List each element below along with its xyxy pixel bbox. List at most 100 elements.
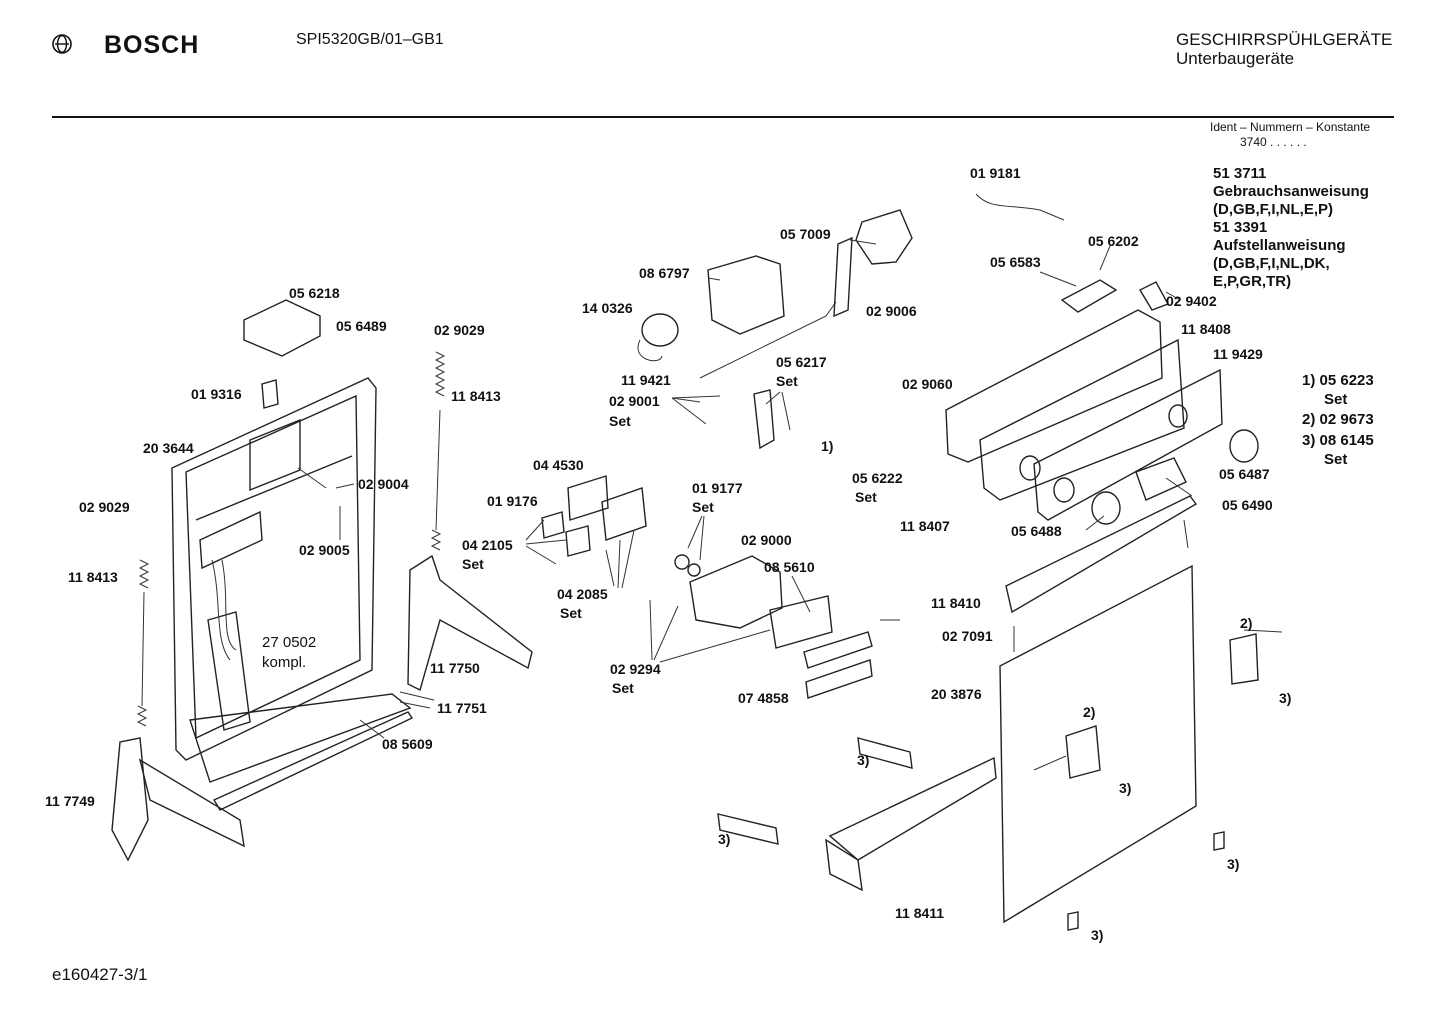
ident-line-2: 3740 . . . . . . xyxy=(1240,135,1307,149)
door-frame-part xyxy=(171,377,377,761)
part-label-270502-kompl: kompl. xyxy=(262,654,307,671)
part-label-019176: 01 9176 xyxy=(487,493,538,509)
part-label-029001: 02 9001 xyxy=(609,393,660,409)
category-title: GESCHIRRSPÜHLGERÄTE Unterbaugeräte xyxy=(1176,30,1392,68)
part-label-019316: 01 9316 xyxy=(191,386,242,402)
info-line-2: Gebrauchsanweisung xyxy=(1213,183,1369,200)
part-label-118413-left: 11 8413 xyxy=(68,569,118,585)
callout-3-right: 3) xyxy=(1279,690,1292,706)
part-label-027091: 02 7091 xyxy=(942,628,993,644)
spring-parts xyxy=(136,351,446,727)
latch-part xyxy=(243,299,321,357)
part-label-085610: 08 5610 xyxy=(764,559,815,575)
part-label-029294-set: Set xyxy=(612,680,634,696)
part-label-118411: 11 8411 xyxy=(895,905,945,921)
info-line-6: (D,GB,F,I,NL,DK, xyxy=(1213,255,1330,272)
part-label-056202: 05 6202 xyxy=(1088,233,1139,249)
part-label-056489: 05 6489 xyxy=(336,318,387,334)
category-line-1: GESCHIRRSPÜHLGERÄTE xyxy=(1176,30,1393,49)
rail-part xyxy=(1005,495,1198,614)
hinge-part xyxy=(111,693,414,862)
part-label-056488: 05 6488 xyxy=(1011,523,1062,539)
part-label-019177-set: Set xyxy=(692,499,714,515)
category-line-2: Unterbaugeräte xyxy=(1176,49,1295,68)
part-label-056487: 05 6487 xyxy=(1219,466,1270,482)
link-arm-part xyxy=(407,554,533,692)
ident-line-1: Ident – Nummern – Konstante xyxy=(1210,120,1371,134)
part-label-056217-set: Set xyxy=(776,373,798,389)
note-2: 2) 02 9673 xyxy=(1302,411,1374,428)
ident-block: Ident – Nummern – Konstante 3740 . . . .… xyxy=(1210,120,1370,150)
bosch-armature-logo xyxy=(52,34,72,54)
part-label-056218: 05 6218 xyxy=(289,285,340,301)
part-label-019181: 01 9181 xyxy=(970,165,1021,181)
callout-3-bottom: 3) xyxy=(1091,927,1104,943)
note-1-set: Set xyxy=(1324,391,1348,408)
callout-2-door: 2) xyxy=(1083,704,1096,720)
info-line-1: 51 3711 xyxy=(1213,165,1267,182)
part-label-118413-top: 11 8413 xyxy=(451,388,501,404)
part-label-086797: 08 6797 xyxy=(639,265,690,281)
part-label-029006: 02 9006 xyxy=(866,303,917,319)
part-label-074858: 07 4858 xyxy=(738,690,789,706)
part-label-118410: 11 8410 xyxy=(931,595,981,611)
part-label-117751: 11 7751 xyxy=(437,700,487,716)
timer-part xyxy=(707,255,785,335)
note-3-set: Set xyxy=(1324,451,1348,468)
part-label-029029-left: 02 9029 xyxy=(79,499,130,515)
part-label-044530: 04 4530 xyxy=(533,457,584,473)
part-label-203876: 20 3876 xyxy=(931,686,982,702)
actuator-part xyxy=(689,555,783,629)
callout-3-lower-right: 3) xyxy=(1227,856,1240,872)
model-number: SPI5320GB/01–GB1 xyxy=(296,31,444,48)
part-label-085609: 08 5609 xyxy=(382,736,433,752)
part-label-117749: 11 7749 xyxy=(45,793,95,809)
info-line-4: 51 3391 xyxy=(1213,219,1268,236)
part-label-029294: 02 9294 xyxy=(610,661,661,677)
part-label-042085-set: Set xyxy=(560,605,582,621)
part-label-119429: 11 9429 xyxy=(1213,346,1263,362)
part-label-056222-set: Set xyxy=(855,489,877,505)
leader-lines xyxy=(297,239,1283,771)
header-rule xyxy=(52,116,1394,118)
callout-3-door: 3) xyxy=(1119,780,1132,796)
part-label-140326: 14 0326 xyxy=(582,300,633,316)
part-label-056222: 05 6222 xyxy=(852,470,903,486)
part-label-029004: 02 9004 xyxy=(358,476,409,492)
callout-1: 1) xyxy=(821,438,834,454)
part-label-042085: 04 2085 xyxy=(557,586,608,602)
part-label-118408: 11 8408 xyxy=(1181,321,1231,337)
part-label-270502: 27 0502 xyxy=(262,634,317,651)
part-label-056217: 05 6217 xyxy=(776,354,827,370)
part-label-029029-top: 02 9029 xyxy=(434,322,485,338)
part-label-117750: 11 7750 xyxy=(430,660,480,676)
info-line-7: E,P,GR,TR) xyxy=(1213,273,1292,290)
callout-3-mid: 3) xyxy=(857,752,870,768)
callout-2-right: 2) xyxy=(1240,615,1253,631)
part-label-203644: 20 3644 xyxy=(143,440,194,456)
callout-3-left: 3) xyxy=(718,831,731,847)
part-label-029001-set: Set xyxy=(609,413,631,429)
drawing-code: e160427-3/1 xyxy=(52,965,148,984)
part-label-057009: 05 7009 xyxy=(780,226,831,242)
door-panel-part xyxy=(825,564,1197,924)
part-label-029000: 02 9000 xyxy=(741,532,792,548)
part-label-119421: 11 9421 xyxy=(621,372,671,388)
part-label-042105-set: Set xyxy=(462,556,484,572)
part-label-019177: 01 9177 xyxy=(692,480,743,496)
switch-part xyxy=(855,209,913,265)
brand-name: BOSCH xyxy=(104,31,200,59)
clip-part xyxy=(1229,633,1259,685)
part-label-029005: 02 9005 xyxy=(299,542,350,558)
info-line-5: Aufstellanweisung xyxy=(1213,237,1346,254)
part-label-056490: 05 6490 xyxy=(1222,497,1273,513)
part-label-029060: 02 9060 xyxy=(902,376,953,392)
note-1: 1) 05 6223 xyxy=(1302,372,1374,389)
part-label-042105: 04 2105 xyxy=(462,537,513,553)
info-line-3: (D,GB,F,I,NL,E,P) xyxy=(1213,201,1333,218)
seal-part xyxy=(567,475,609,521)
note-3: 3) 08 6145 xyxy=(1302,432,1374,449)
part-label-118407: 11 8407 xyxy=(900,518,950,534)
control-panel-part xyxy=(945,193,1259,525)
